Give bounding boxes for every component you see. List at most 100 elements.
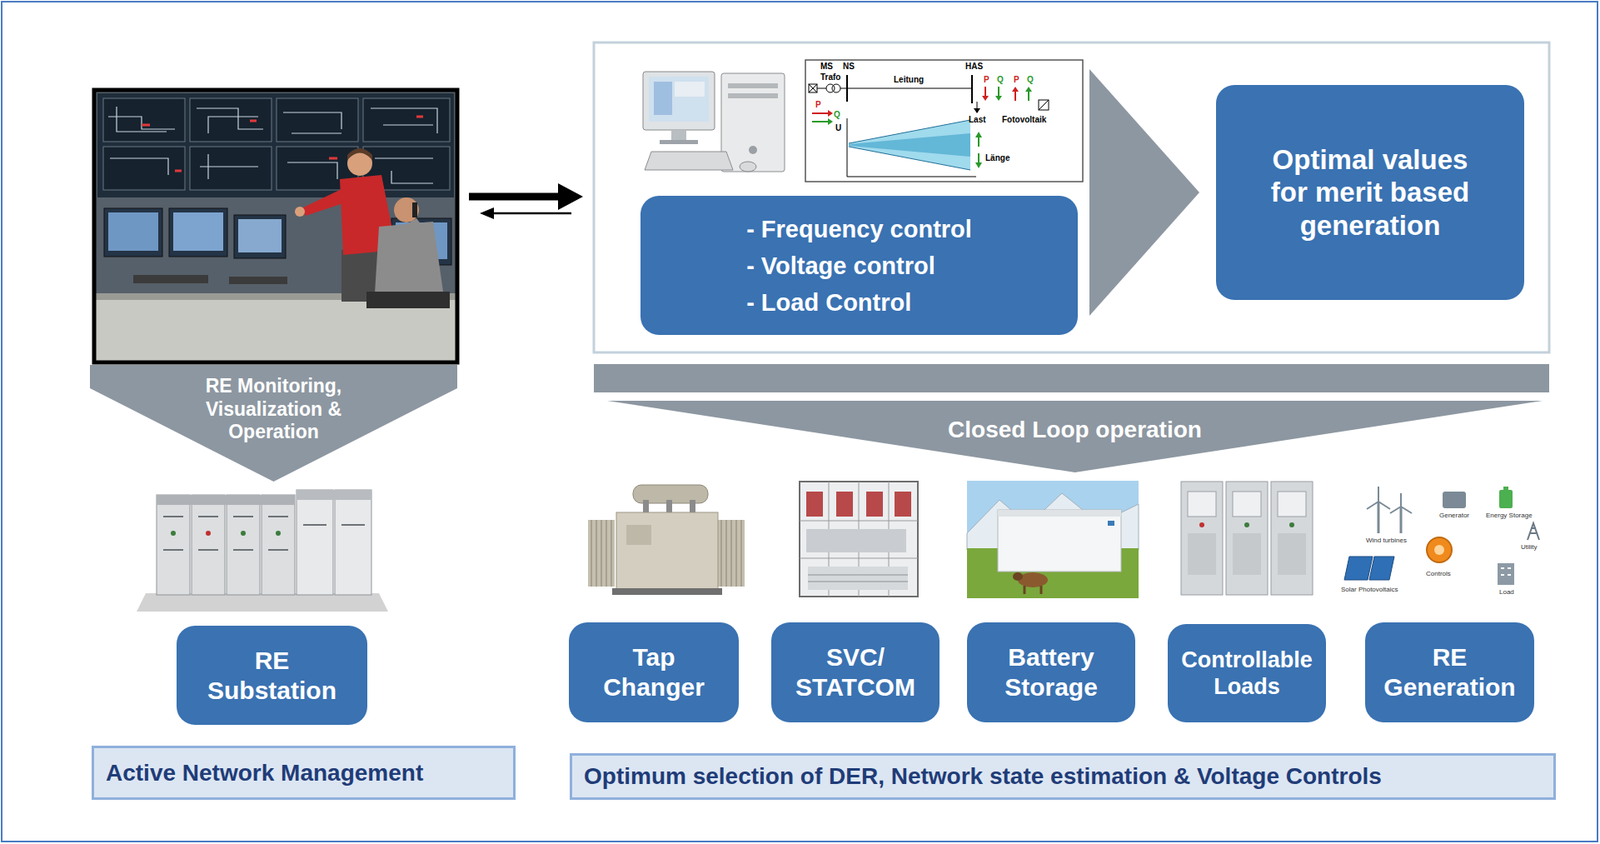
feeder-schematic — [827, 118, 833, 125]
computer-picture — [739, 161, 757, 172]
schematic-label: Leitung — [893, 74, 924, 85]
control-room-photo — [141, 116, 424, 171]
switchgear-picture — [1271, 481, 1313, 595]
icon-label: Solar Photovoltaics — [1340, 585, 1398, 594]
exchange-arrows — [558, 183, 584, 210]
re-generation-picture — [1434, 544, 1445, 555]
control-room-photo — [97, 93, 454, 198]
schematic-label: MS — [820, 61, 833, 72]
computer-picture — [674, 81, 705, 97]
schematic-label: HAS — [965, 61, 983, 72]
control-room-photo — [108, 106, 438, 184]
schematic-label: P — [1013, 74, 1020, 85]
re-generation-picture — [1426, 537, 1452, 563]
feeder-schematic — [805, 59, 1083, 182]
re-generation-picture — [1366, 486, 1391, 509]
feeder-schematic — [848, 119, 971, 144]
computer-picture — [648, 76, 709, 122]
node-text: RE Generation — [1376, 642, 1524, 703]
computer-picture — [644, 151, 733, 170]
substation-picture — [275, 530, 281, 536]
feeder-schematic — [976, 101, 978, 110]
computer-picture — [671, 129, 687, 140]
feeder-schematic — [975, 131, 982, 138]
icon-label: Generator — [1439, 511, 1470, 520]
switchgear-picture — [1187, 533, 1217, 575]
feeder-schematic — [1011, 86, 1019, 92]
switchgear-picture — [1226, 481, 1268, 595]
icon-label: Utility — [1520, 543, 1538, 552]
node-text: SVC/ STATCOM — [782, 642, 929, 703]
statcom-picture — [866, 491, 883, 517]
feeder-schematic — [1027, 90, 1030, 101]
caption-box: Active Network Management — [91, 745, 516, 800]
text-holder: Controllable Loads — [1176, 646, 1318, 701]
device-box: Controllable Loads — [1167, 623, 1326, 723]
icon-label: Wind turbines — [1365, 536, 1407, 545]
control-room-photo — [94, 89, 458, 363]
schematic-label: Länge — [985, 153, 1010, 164]
node-text: Optimum selection of DER, Network state … — [583, 762, 1382, 791]
node-text: - Frequency control — [746, 210, 972, 248]
switchgear-picture — [1232, 491, 1262, 517]
text-holder: Battery Storage — [977, 642, 1125, 703]
statcom-picture — [806, 528, 907, 553]
text-holder: RE Monitoring, Visualization & Operation — [178, 374, 370, 444]
statcom-picture — [799, 481, 918, 597]
substation-picture — [170, 530, 176, 536]
computer-picture — [642, 71, 715, 130]
computer-picture — [653, 81, 673, 115]
re-generation-picture — [1400, 506, 1403, 534]
control-room-photo — [173, 212, 224, 251]
shape-fill — [89, 364, 458, 482]
control-room-photo — [103, 98, 185, 142]
feeder-schematic — [827, 109, 833, 117]
substation-box: RE Substation — [176, 625, 368, 725]
statcom-picture — [799, 481, 918, 597]
text-holder: Active Network Management — [105, 758, 424, 788]
statcom-picture — [806, 491, 823, 517]
node-text: Tap Changer — [580, 642, 728, 703]
computer-picture — [748, 145, 758, 155]
control-room-photo — [189, 98, 272, 142]
node-text: RE Substation — [193, 645, 352, 706]
substation-picture — [261, 494, 295, 595]
switchgear-picture — [1232, 533, 1262, 575]
control-room-photo — [229, 276, 288, 285]
switchgear-picture — [1277, 533, 1306, 575]
control-room-photo — [234, 214, 286, 259]
re-generation-picture — [1500, 568, 1511, 575]
substation-picture — [205, 530, 211, 536]
text-holder: Optimum selection of DER, Network state … — [583, 762, 1382, 791]
schematic-label: NS — [842, 61, 855, 72]
statcom-picture — [799, 481, 918, 597]
grey-band — [593, 363, 1550, 393]
feeder-schematic — [848, 133, 971, 157]
substation-picture — [156, 494, 190, 595]
text-holder: RE Generation — [1376, 642, 1524, 703]
monitoring-chevron: RE Monitoring, Visualization & Operation — [89, 364, 458, 482]
transformer-picture — [626, 524, 652, 545]
re-generation-picture — [1503, 486, 1509, 490]
schematic-label: Fotovoltaik — [1001, 114, 1047, 125]
computer-picture — [659, 139, 698, 145]
node-text: Active Network Management — [105, 758, 424, 788]
re-generation-picture — [1344, 486, 1540, 585]
control-room-photo — [238, 219, 282, 253]
battery-picture — [1024, 585, 1042, 594]
control-room-photo — [347, 148, 373, 160]
control-room-photo — [169, 208, 228, 257]
feeder-schematic — [848, 119, 971, 170]
re-generation-picture — [1499, 489, 1513, 509]
node-text: Closed Loop operation — [947, 415, 1202, 444]
substation-picture — [334, 489, 372, 595]
device-box: SVC/ STATCOM — [771, 622, 940, 723]
feeder-schematic — [1014, 90, 1017, 101]
schematic-label: Last — [968, 114, 987, 125]
exchange-arrows — [468, 183, 584, 220]
schematic-label: P — [983, 74, 990, 85]
exchange-arrows — [479, 207, 494, 220]
statcom-picture — [807, 574, 908, 582]
